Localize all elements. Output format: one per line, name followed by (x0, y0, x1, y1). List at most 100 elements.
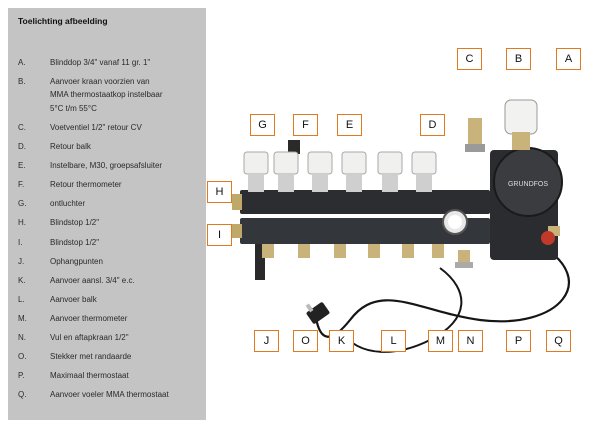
supply-outlets (262, 244, 444, 258)
legend-item-line: Vul en aftapkraan 1/2" (50, 333, 129, 342)
legend-item-letter: O. (18, 352, 27, 362)
legend-item: N. Vul en aftapkraan 1/2" (18, 333, 204, 343)
return-beam (240, 190, 490, 214)
valve-cap (341, 151, 367, 192)
legend-item-line: Maximaal thermostaat (50, 371, 129, 381)
legend-panel: Toelichting afbeelding A. Blinddop 3/4" v… (8, 8, 206, 420)
callout-q: Q (546, 330, 571, 352)
legend-item-line: Ophangpunten (50, 256, 103, 266)
legend-item-letter: E. (18, 161, 26, 171)
callout-a: A (556, 48, 581, 70)
legend-item-line: Aanvoer voeler MMA thermostaat (50, 390, 169, 400)
legend-item: O. Stekker met randaarde (18, 352, 204, 362)
callout-g: G (250, 114, 275, 136)
supply-outlet (262, 244, 274, 258)
callout-m: M (428, 330, 453, 352)
legend-item-text: Maximaal thermostaat (50, 371, 204, 381)
legend-item-line: Aanvoer kraan voorzien van (50, 77, 150, 87)
legend-item-text: Voetventiel 1/2" retour CV (50, 123, 204, 133)
thermostat-head (504, 99, 538, 135)
legend-item: H. Blindstop 1/2" (18, 218, 204, 228)
legend-title: Toelichting afbeelding (18, 16, 108, 26)
legend-item-letter: P. (18, 371, 25, 381)
legend-item: A. Blinddop 3/4" vanaf 11 gr. 1" (18, 58, 204, 68)
legend-item: D. Retour balk (18, 142, 204, 152)
legend-item: P. Maximaal thermostaat (18, 371, 204, 381)
legend-item-letter: Q. (18, 390, 27, 400)
foot-valve (468, 118, 482, 148)
legend-item-letter: M. (18, 313, 27, 323)
max-thermostat (541, 231, 555, 245)
valve-cap (377, 151, 403, 192)
supply-beam (240, 218, 490, 244)
legend-item-line: Aanvoer balk (50, 294, 97, 304)
legend-item: E. Instelbare, M30, groepsafsluiter (18, 161, 204, 171)
manifold-photo: GRUNDFOS (232, 99, 570, 353)
legend-item: F. Retour thermometer (18, 180, 204, 190)
supply-outlet (298, 244, 310, 258)
legend-item-text: Stekker met randaarde (50, 352, 204, 362)
legend-item-letter: N. (18, 333, 26, 342)
legend-item-text: ontluchter (50, 199, 204, 209)
legend-item-line: Voetventiel 1/2" retour CV (50, 122, 142, 132)
legend-item-line: Aanvoer thermometer (50, 313, 128, 323)
legend-item: M. Aanvoer thermometer (18, 314, 204, 324)
supply-outlet (368, 244, 380, 258)
legend-item-line: Retour balk (50, 142, 91, 152)
callout-b: B (506, 48, 531, 70)
legend-item-line: 5°C t/m 55°C (50, 103, 97, 113)
legend-item-line: Aanvoer aansl. 3/4" e.c. (50, 275, 135, 285)
legend-item-text: Ophangpunten (50, 257, 204, 267)
legend-item: L.Aanvoer balk (18, 295, 204, 305)
legend-item: J. Ophangpunten (18, 257, 204, 267)
legend-item: K.Aanvoer aansl. 3/4" e.c. (18, 276, 204, 286)
legend-item-text: Aanvoer balk (50, 295, 204, 305)
legend-item-text: Aanvoer voeler MMA thermostaat (50, 390, 204, 400)
legend-list: A. Blinddop 3/4" vanaf 11 gr. 1" B. Aanvoer… (18, 58, 204, 409)
valve-cap (307, 151, 333, 192)
callout-k: K (329, 330, 354, 352)
legend-item-text: Blindstop 1/2" (50, 238, 204, 248)
callout-p: P (506, 330, 531, 352)
legend-item-text: Blinddop 3/4" vanaf 11 gr. 1" (50, 58, 204, 68)
legend-item-line: Instelbare, M30, groepsafsluiter (50, 161, 163, 171)
legend-item-letter: A. (18, 58, 26, 67)
legend-item: I. Blindstop 1/2" (18, 238, 204, 248)
callout-d: D (420, 114, 445, 136)
callout-l: L (381, 330, 406, 352)
legend-item-letter: F. (18, 180, 25, 190)
legend-item-letter: J. (18, 256, 25, 266)
supply-outlet (432, 244, 444, 258)
callout-i: I (207, 224, 232, 246)
legend-item-line: Blinddop 3/4" vanaf 11 gr. 1" (50, 58, 151, 67)
legend-item-text: Aanvoer aansl. 3/4" e.c. (50, 276, 204, 286)
callout-o: O (293, 330, 318, 352)
legend-item-text: Instelbare, M30, groepsafsluiter (50, 161, 204, 171)
callout-j: J (254, 330, 279, 352)
wall-bracket (255, 240, 265, 280)
valve-cap (411, 151, 437, 192)
legend-item-line: Retour thermometer (50, 180, 122, 190)
valve-caps (243, 151, 437, 192)
legend-item-letter: H. (18, 218, 26, 228)
legend-item-line: MMA thermostaatkop instelbaar (50, 90, 163, 100)
legend-item-line: Blindstop 1/2" (50, 218, 100, 228)
legend-item-text: Retour balk (50, 142, 204, 152)
callout-c: C (457, 48, 482, 70)
callout-n: N (458, 330, 483, 352)
legend-item-text: Aanvoer thermometer (50, 314, 204, 324)
legend-item-line: Blindstop 1/2" (50, 237, 100, 247)
valve-cap (243, 151, 269, 192)
supply-outlet (334, 244, 346, 258)
legend-item-text: Retour thermometer (50, 180, 204, 190)
legend-item-line: Stekker met randaarde (50, 352, 132, 362)
callout-f: F (293, 114, 318, 136)
legend-item: C. Voetventiel 1/2" retour CV (18, 123, 204, 133)
legend-item-letter: I. (18, 237, 23, 247)
plug (305, 302, 330, 324)
legend-item-letter: B. (18, 77, 26, 87)
legend-item-letter: D. (18, 142, 26, 152)
pump-brand: GRUNDFOS (508, 181, 548, 188)
supply-outlet (402, 244, 414, 258)
legend-item-letter: C. (18, 122, 26, 132)
